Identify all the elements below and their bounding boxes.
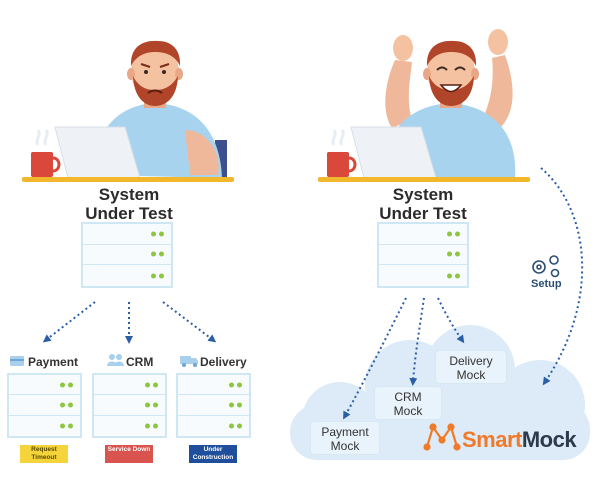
payment-server — [7, 373, 82, 438]
truck-icon — [180, 356, 198, 367]
delivery-mock: Delivery Mock — [435, 350, 507, 384]
left-sut-title: System Under Test — [64, 185, 194, 223]
server-slot — [178, 375, 249, 396]
crm-server — [92, 373, 167, 438]
crm-service-label: CRM — [126, 355, 154, 369]
server-slot — [9, 375, 80, 396]
server-slot — [178, 416, 249, 436]
payment-mock-line2: Mock — [330, 439, 360, 453]
server-slot — [94, 375, 165, 396]
payment-mock-line1: Payment — [321, 425, 369, 439]
people-icon — [107, 354, 124, 366]
crm-mock-line2: Mock — [393, 404, 423, 418]
payment-service-label: Payment — [28, 355, 79, 369]
right-sut-title-line1: System — [392, 185, 454, 204]
server-slot — [379, 224, 467, 245]
request-timeout-badge: Request Timeout — [20, 445, 68, 463]
gear-icon — [532, 255, 560, 278]
happy-developer — [318, 29, 530, 182]
server-slot — [83, 265, 171, 286]
server-slot — [9, 416, 80, 436]
server-slot — [178, 395, 249, 416]
server-slot — [83, 224, 171, 245]
server-slot — [94, 416, 165, 436]
left-arrows — [42, 301, 217, 344]
right-sut-server — [377, 222, 469, 288]
server-slot — [94, 395, 165, 416]
server-slot — [83, 245, 171, 266]
service-down-badge: Service Down — [105, 445, 153, 463]
left-sut-server — [81, 222, 173, 288]
setup-label: Setup — [531, 278, 562, 290]
delivery-mock-line2: Mock — [456, 368, 486, 382]
right-arrows — [343, 167, 584, 420]
right-sut-title: System Under Test — [358, 185, 488, 223]
delivery-service-label: Delivery — [200, 355, 247, 369]
card-icon — [10, 356, 24, 366]
right-sut-title-line2: Under Test — [379, 204, 467, 223]
server-slot — [379, 265, 467, 286]
under-construction-badge: Under Construction — [189, 445, 237, 463]
sad-developer — [22, 40, 234, 182]
delivery-mock-line1: Delivery — [449, 354, 493, 368]
left-sut-title-line2: Under Test — [85, 204, 173, 223]
server-slot — [379, 245, 467, 266]
brand-smart: SmartMock — [462, 427, 577, 452]
payment-mock: Payment Mock — [310, 421, 380, 455]
smartmock-logo-icon — [423, 423, 461, 451]
delivery-server — [176, 373, 251, 438]
crm-mock-line1: CRM — [394, 390, 422, 404]
crm-mock: CRM Mock — [374, 386, 442, 420]
left-sut-title-line1: System — [98, 185, 160, 204]
smartmock-brand: SmartMock — [462, 427, 577, 453]
server-slot — [9, 395, 80, 416]
